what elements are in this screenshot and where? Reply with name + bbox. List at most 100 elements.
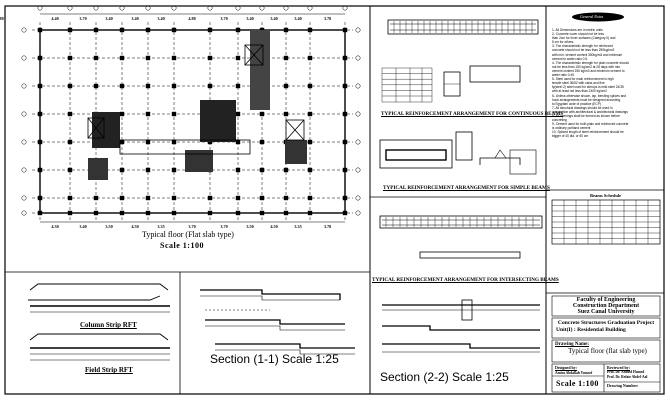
intersecting-beam-stirrups bbox=[385, 217, 534, 227]
axis-bubble-left-5 bbox=[21, 167, 27, 173]
column-1-0 bbox=[67, 27, 73, 33]
column-strip-title: Column Strip RFT bbox=[80, 321, 137, 329]
column-9-2 bbox=[283, 83, 289, 89]
column-1-6 bbox=[67, 195, 73, 201]
simple-beam-stirrup-shape bbox=[479, 157, 521, 165]
column-7-5 bbox=[235, 167, 241, 173]
axis-bubble-left-7 bbox=[21, 210, 27, 216]
column-0-4 bbox=[37, 139, 43, 145]
beams-schedule-title: Beams Schedule bbox=[590, 193, 622, 198]
axis-bubble-left-0 bbox=[21, 27, 27, 33]
column-1-7 bbox=[67, 210, 73, 216]
dim-top-4: 3.40 bbox=[157, 16, 164, 21]
column-strip-top-bar bbox=[29, 283, 169, 291]
column-4-7 bbox=[145, 210, 151, 216]
note-line: hook arrangements must be designed accor… bbox=[552, 97, 621, 102]
note-line: to Egyptian code of practice (ECP) bbox=[552, 101, 601, 106]
column-6-0 bbox=[207, 27, 213, 33]
continuous-beam-section-b bbox=[469, 65, 521, 83]
note-line: concreting bbox=[552, 118, 567, 123]
axis-bubble-top-6 bbox=[207, 5, 213, 11]
plan-columns bbox=[37, 27, 348, 216]
note-line: concrete should not be less than 250kg/c… bbox=[552, 48, 615, 53]
simple-beams-title: TYPICAL REINFORCEMENT ARRANGEMENT FOR SI… bbox=[383, 185, 550, 191]
column-4-1 bbox=[145, 55, 151, 61]
continuous-beam-stirrups bbox=[393, 21, 533, 33]
column-7-0 bbox=[235, 27, 241, 33]
note-line: cement to water ratio 0.5. bbox=[552, 56, 588, 61]
column-10-0 bbox=[307, 27, 313, 33]
beams-schedule-grid bbox=[551, 199, 661, 245]
column-11-4 bbox=[342, 139, 348, 145]
axis-bubble-top-4 bbox=[145, 5, 151, 11]
tb-reviewer-1: Prof. Dr. Ahmed Hamed bbox=[607, 370, 645, 374]
tb-reviewer-2: Prof. Dr. Refaie Abdel-Aal bbox=[607, 375, 648, 379]
note-line: 5- Steel used for main reinforcement is … bbox=[552, 77, 614, 82]
beam-details bbox=[379, 19, 543, 353]
plan-hatch-far-right bbox=[285, 140, 307, 164]
note-line: not be less than 150 kg/cm2 at 28 days w… bbox=[552, 64, 621, 69]
column-6-6 bbox=[207, 195, 213, 201]
column-3-4 bbox=[119, 139, 125, 145]
axis-bubble-top-3 bbox=[119, 5, 125, 11]
simple-beam-detail-box bbox=[509, 149, 537, 175]
column-strip-bottom-bar bbox=[28, 295, 161, 301]
column-4-2 bbox=[145, 83, 151, 89]
simple-beam-section bbox=[455, 131, 473, 161]
column-10-4 bbox=[307, 139, 313, 145]
tb-unit-line: Unit(I) : Residential Building bbox=[556, 327, 626, 333]
column-10-1 bbox=[307, 55, 313, 61]
tb-faculty-box bbox=[551, 295, 661, 317]
intersecting-beam-elevation bbox=[379, 215, 543, 229]
column-11-7 bbox=[342, 210, 348, 216]
column-3-7 bbox=[119, 210, 125, 216]
axis-bubble-left-2 bbox=[21, 83, 27, 89]
tb-faculty: Faculty of Engineering Construction Depa… bbox=[552, 297, 660, 316]
dim-bottom-6: 3.70 bbox=[220, 224, 227, 229]
sheet-border bbox=[4, 5, 665, 395]
column-8-5 bbox=[259, 167, 265, 173]
column-4-4 bbox=[145, 139, 151, 145]
plan-axis-bubbles bbox=[21, 5, 361, 216]
column-8-4 bbox=[259, 139, 265, 145]
section11-low-level-under bbox=[215, 349, 355, 355]
axis-bubble-top-8 bbox=[259, 5, 265, 11]
column-2-2 bbox=[93, 83, 99, 89]
note-line: conjunction with architectural & archite… bbox=[552, 109, 628, 114]
stair-box-3 bbox=[285, 119, 305, 141]
column-2-1 bbox=[93, 55, 99, 61]
intersecting-beam-plan bbox=[419, 251, 521, 259]
simple-beam-core bbox=[385, 149, 447, 161]
tb-designed-by-value: Amira Abdallah Youssef bbox=[555, 371, 593, 375]
column-4-0 bbox=[145, 27, 151, 33]
dim-top-0: 4.40 bbox=[51, 16, 58, 21]
simple-beam-bent-bar bbox=[494, 149, 507, 159]
column-11-6 bbox=[342, 195, 348, 201]
note-line: 9- Cement used for both plain and reinfo… bbox=[552, 122, 629, 127]
column-0-3 bbox=[37, 111, 43, 117]
note-line: with min. cement content 350kg/m3 and mi… bbox=[552, 52, 623, 57]
note-line: cement content 250 kg/m3 and minimum cem… bbox=[552, 68, 625, 73]
column-0-0 bbox=[37, 27, 43, 33]
column-11-5 bbox=[342, 167, 348, 173]
column-11-3 bbox=[342, 111, 348, 117]
tb-drawing-number-label: Drawing Number: bbox=[607, 383, 639, 388]
section-2-2-title: Section (2-2) Scale 1:25 bbox=[380, 370, 509, 384]
intersecting-beams-title: TYPICAL REINFORCEMENT ARRANGEMENT FOR IN… bbox=[372, 277, 559, 283]
column-4-3 bbox=[145, 111, 151, 117]
tb-reviewed-by-label: Reviewed by: bbox=[607, 365, 630, 370]
plan-hatch-left-low bbox=[88, 158, 108, 180]
column-5-7 bbox=[171, 210, 177, 216]
column-7-4 bbox=[235, 139, 241, 145]
column-5-3 bbox=[171, 111, 177, 117]
dim-top-1: 3.70 bbox=[79, 16, 86, 21]
continuous-beams-title: TYPICAL REINFORCEMENT ARRANGEMENT FOR CO… bbox=[381, 111, 564, 117]
stair-box-2 bbox=[244, 44, 264, 66]
dim-top-7: 3.40 bbox=[246, 16, 253, 21]
column-6-1 bbox=[207, 55, 213, 61]
column-9-7 bbox=[283, 210, 289, 216]
dim-bottom-9: 3.35 bbox=[294, 224, 301, 229]
column-8-3 bbox=[259, 111, 265, 117]
column-1-2 bbox=[67, 83, 73, 89]
